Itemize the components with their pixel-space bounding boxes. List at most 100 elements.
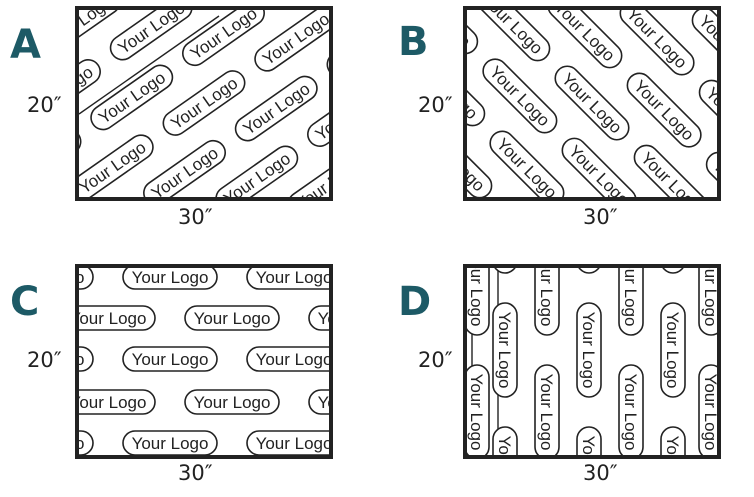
logo-pill-outline bbox=[79, 389, 156, 415]
logo-pill-outline bbox=[143, 139, 226, 197]
logo-pill: Your Logo bbox=[475, 10, 551, 62]
logo-text: Your Logo bbox=[495, 312, 514, 389]
logo-pill-outline bbox=[254, 10, 329, 72]
logo-pill-outline bbox=[626, 72, 702, 148]
logo-text: Your Logo bbox=[167, 74, 241, 134]
logo-text: Your Logo bbox=[621, 374, 640, 451]
logo-pill-outline bbox=[547, 10, 623, 69]
logo-text: Your Logo bbox=[630, 77, 698, 145]
logo-pill: Your Logo bbox=[79, 389, 156, 415]
logo-pill-outline bbox=[79, 10, 121, 55]
logo-pill: Your Logo bbox=[698, 364, 717, 455]
logo-text: Your Logo bbox=[318, 393, 329, 412]
logo-pill: Your Logo bbox=[547, 10, 623, 69]
logo-pill: Your Logo bbox=[122, 430, 218, 455]
panel-d-label: D bbox=[398, 279, 432, 325]
panel-c-height-label: 20″ bbox=[27, 348, 62, 372]
panel-b-width-label: 30″ bbox=[583, 205, 618, 229]
logo-pill: Your Logo bbox=[660, 268, 686, 274]
logo-text: Your Logo bbox=[565, 142, 633, 197]
logo-text: Your Logo bbox=[194, 309, 271, 328]
logo-pill-outline bbox=[619, 10, 695, 76]
logo-text: Your Logo bbox=[256, 350, 329, 369]
logo-pill: Your Logo bbox=[308, 305, 329, 331]
logo-pill-outline bbox=[79, 346, 94, 372]
logo-pill-outline bbox=[90, 64, 174, 131]
logo-pill-outline bbox=[561, 137, 637, 197]
logo-pill-outline bbox=[308, 389, 329, 415]
logo-text: Your Logo bbox=[579, 312, 598, 389]
logo-pill-outline bbox=[122, 430, 218, 455]
logo-pill: Your Logo bbox=[184, 389, 280, 415]
logo-pill: Your Logo bbox=[122, 268, 218, 290]
logo-pill-outline bbox=[489, 130, 565, 197]
logo-text: Your Logo bbox=[537, 268, 556, 326]
logo-text: Your Logo bbox=[194, 393, 271, 412]
logo-text: Your Logo bbox=[79, 138, 149, 197]
logo-pill-outline bbox=[467, 10, 479, 55]
logo-pill-outline bbox=[234, 75, 318, 142]
panel-c-width-label: 30″ bbox=[178, 461, 213, 485]
logo-pill: Your Logo bbox=[698, 79, 717, 155]
logo-pill: Your Logo bbox=[576, 268, 602, 274]
logo-text: Your Logo bbox=[148, 143, 222, 197]
logo-pill-outline bbox=[554, 65, 630, 141]
logo-text: Your Logo bbox=[701, 374, 717, 451]
panel-a-width-label: 30″ bbox=[178, 205, 213, 229]
panel-a-height-label: 20″ bbox=[27, 93, 62, 117]
logo-pill-outline bbox=[467, 268, 490, 336]
logo-pill-outline bbox=[467, 123, 493, 197]
logo-pill-outline bbox=[492, 302, 518, 398]
logo-pill: Your Logo bbox=[660, 302, 686, 398]
logo-text: Your Logo bbox=[79, 350, 84, 369]
logo-text: Your Logo bbox=[663, 436, 682, 455]
logo-pill-outline bbox=[633, 144, 709, 197]
logo-pill-outline bbox=[109, 10, 193, 61]
logo-pill-outline bbox=[79, 430, 94, 455]
logo-text: Your Logo bbox=[318, 309, 329, 328]
logo-pill: Your Logo bbox=[633, 144, 709, 197]
logo-pill-outline bbox=[182, 10, 265, 67]
logo-pill-outline bbox=[308, 305, 329, 331]
logo-text: Your Logo bbox=[701, 268, 717, 326]
logo-text: Your Logo bbox=[495, 436, 514, 455]
logo-pill: Your Logo bbox=[561, 137, 637, 197]
logo-pill-outline bbox=[287, 151, 329, 197]
logo-pill: Your Logo bbox=[467, 364, 490, 455]
logo-pill: Your Logo bbox=[246, 268, 329, 290]
logo-pill-outline bbox=[215, 145, 299, 197]
logo-pill-outline bbox=[691, 10, 717, 83]
logo-pill: Your Logo bbox=[184, 305, 280, 331]
logo-pill: Your Logo bbox=[618, 364, 644, 455]
logo-pill: Your Logo bbox=[467, 10, 479, 55]
logo-text: Your Logo bbox=[702, 84, 717, 152]
logo-pill: Your Logo bbox=[576, 302, 602, 398]
logo-text: Your Logo bbox=[621, 268, 640, 326]
logo-text: Your Logo bbox=[663, 312, 682, 389]
logo-pill-outline bbox=[246, 346, 329, 372]
logo-pill-outline bbox=[184, 389, 280, 415]
logo-pill-outline bbox=[576, 302, 602, 398]
logo-text: Your Logo bbox=[623, 10, 691, 72]
panel-c-label: C bbox=[10, 279, 40, 325]
logo-pill: Your Logo bbox=[122, 346, 218, 372]
logo-text: Your Logo bbox=[467, 374, 486, 451]
logo-text: Your Logo bbox=[537, 374, 556, 451]
logo-text: Your Logo bbox=[259, 10, 329, 69]
logo-pill-outline bbox=[475, 10, 551, 62]
guide-line bbox=[79, 15, 220, 115]
logo-pill: Your Logo bbox=[246, 430, 329, 455]
logo-pill-outline bbox=[618, 268, 644, 336]
logo-pill-outline bbox=[246, 430, 329, 455]
logo-pill-outline bbox=[79, 134, 154, 197]
logo-pill: Your Logo bbox=[660, 426, 686, 455]
logo-pill-outline bbox=[79, 268, 94, 290]
logo-pill: Your Logo bbox=[467, 268, 490, 336]
